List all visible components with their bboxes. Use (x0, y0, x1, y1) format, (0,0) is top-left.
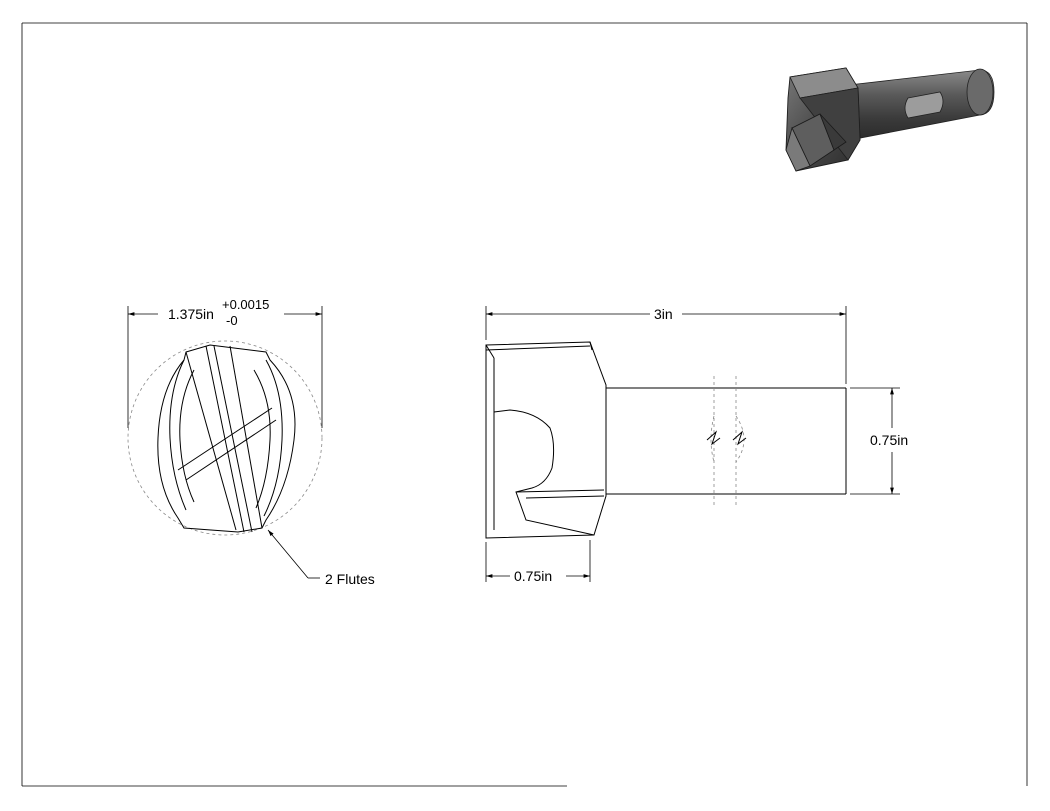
diameter-dimension: 1.375in +0.0015 -0 (127, 297, 323, 428)
flutes-label: 2 Flutes (325, 571, 375, 587)
overall-length-dimension: 3in (485, 306, 847, 384)
shank-diameter-value: 0.75in (870, 432, 908, 448)
head-length-dimension: 0.75in (485, 540, 591, 584)
diameter-tol-plus: +0.0015 (222, 297, 269, 312)
diameter-tol-minus: -0 (226, 313, 238, 328)
end-view (127, 340, 323, 536)
isometric-render (785, 67, 995, 172)
flutes-callout: 2 Flutes (267, 529, 375, 587)
side-view (485, 341, 847, 539)
head-length-value: 0.75in (514, 568, 552, 584)
overall-length-value: 3in (654, 306, 673, 322)
sheet-border (21, 22, 1028, 787)
shank-diameter-dimension: 0.75in (850, 387, 908, 495)
outer-diameter-circle (127, 340, 323, 536)
diameter-value: 1.375in (168, 306, 214, 322)
